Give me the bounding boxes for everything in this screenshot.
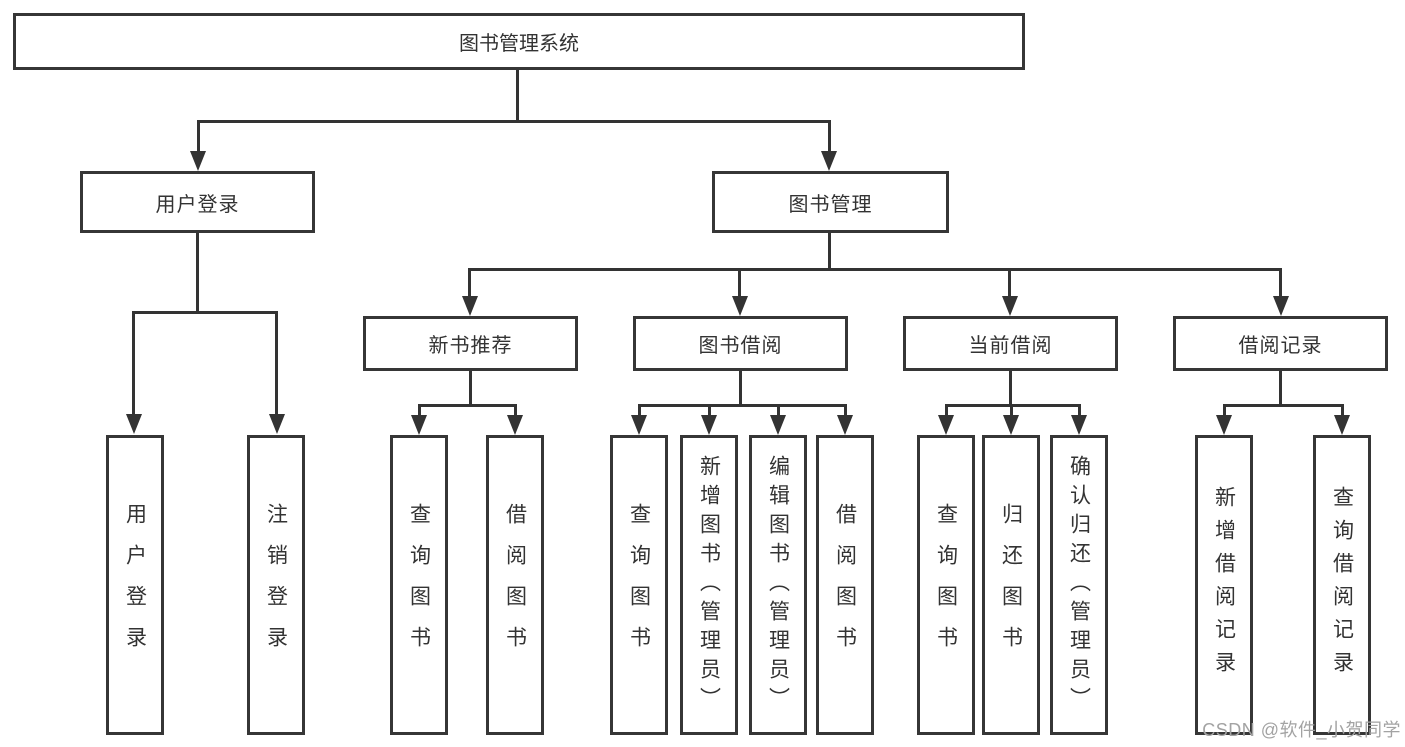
connector-line (417, 404, 421, 415)
leaf-node-add-books-admin: 新增图书（管理员） (680, 435, 738, 735)
arrowhead-down-icon (770, 415, 786, 435)
arrowhead-down-icon (1216, 415, 1232, 435)
node-borrowing-records: 借阅记录 (1173, 316, 1388, 371)
connector-line (1008, 268, 1011, 297)
leaf-node-confirm-return-admin: 确认归还（管理员） (1050, 435, 1108, 735)
arrowhead-down-icon (1003, 415, 1019, 435)
leaf-label: 用户登录 (123, 503, 147, 667)
node-library-management-system: 图书管理系统 (13, 13, 1025, 70)
connector-line (738, 268, 741, 297)
arrowhead-down-icon (461, 296, 478, 316)
leaf-node-borrow-books: 借阅图书 (816, 435, 874, 735)
leaf-label: 查询图书 (934, 503, 958, 667)
leaf-node-add-borrow-record: 新增借阅记录 (1195, 435, 1253, 735)
leaf-label: 归还图书 (999, 503, 1023, 667)
leaf-label: 查询借阅记录 (1330, 486, 1354, 684)
connector-line (707, 404, 711, 415)
leaf-label: 编辑图书（管理员） (766, 454, 790, 716)
connector-line (827, 233, 831, 268)
connector-line (1340, 404, 1344, 415)
leaf-node-return-books: 归还图书 (982, 435, 1040, 735)
connector-line (827, 120, 831, 152)
leaf-label: 新增图书（管理员） (697, 454, 721, 716)
leaf-node-search-books: 查询图书 (610, 435, 668, 735)
leaf-node-search-books: 查询图书 (917, 435, 975, 735)
node-label: 借阅记录 (1238, 335, 1323, 357)
connector-line (738, 371, 742, 404)
leaf-label: 新增借阅记录 (1212, 486, 1236, 684)
connector-line (1279, 268, 1282, 297)
connector-line (513, 404, 517, 415)
connector-line (1077, 404, 1081, 415)
csdn-watermark: CSDN @软件_小贺同学 (1202, 720, 1401, 740)
node-book-borrowing: 图书借阅 (633, 316, 848, 371)
connector-line (196, 120, 200, 152)
connector-line (843, 404, 847, 415)
connector-line (1009, 404, 1013, 415)
leaf-label: 确认归还（管理员） (1067, 454, 1091, 716)
connector-line (468, 268, 1282, 271)
connector-line (637, 404, 641, 415)
leaf-label: 借阅图书 (503, 503, 527, 667)
node-label: 当前借阅 (968, 335, 1053, 357)
connector-line (944, 404, 1081, 407)
node-current-borrowing: 当前借阅 (903, 316, 1118, 371)
connector-line (1008, 371, 1012, 404)
arrowhead-down-icon (1272, 296, 1289, 316)
arrowhead-down-icon (125, 414, 142, 434)
connector-line (132, 311, 135, 414)
node-label: 图书管理系统 (459, 33, 579, 55)
connector-line (417, 404, 517, 407)
arrowhead-down-icon (411, 415, 427, 435)
connector-line (468, 371, 472, 404)
arrowhead-down-icon (1071, 415, 1087, 435)
node-label: 用户登录 (155, 193, 240, 216)
arrowhead-down-icon (701, 415, 717, 435)
connector-line (195, 233, 199, 311)
leaf-label: 查询图书 (407, 503, 431, 667)
node-book-management: 图书管理 (712, 171, 949, 233)
arrowhead-down-icon (1334, 415, 1350, 435)
leaf-node-edit-books-admin: 编辑图书（管理员） (749, 435, 807, 735)
node-label: 图书借阅 (698, 335, 783, 357)
connector-line (776, 404, 780, 415)
leaf-label: 注销登录 (264, 503, 288, 667)
connector-line (637, 404, 847, 407)
node-label: 图书管理 (788, 193, 873, 216)
connector-line (1222, 404, 1226, 415)
node-new-book-recommendation: 新书推荐 (363, 316, 578, 371)
arrowhead-down-icon (631, 415, 647, 435)
connector-line (468, 268, 471, 297)
leaf-node-search-borrow-record: 查询借阅记录 (1313, 435, 1371, 735)
connector-line (944, 404, 948, 415)
connector-line (275, 311, 278, 414)
node-label: 新书推荐 (428, 335, 513, 357)
connector-line (1278, 371, 1282, 404)
leaf-label: 查询图书 (627, 503, 651, 667)
connector-line (1222, 404, 1344, 407)
connector-line (515, 70, 519, 120)
arrowhead-down-icon (938, 415, 954, 435)
leaf-node-search-books: 查询图书 (390, 435, 448, 735)
connector-line (196, 120, 831, 123)
arrowhead-down-icon (507, 415, 523, 435)
leaf-node-borrow-books: 借阅图书 (486, 435, 544, 735)
node-user-login: 用户登录 (80, 171, 315, 233)
connector-line (132, 311, 278, 314)
arrowhead-down-icon (731, 296, 748, 316)
leaf-node-logout: 注销登录 (247, 435, 305, 735)
arrowhead-down-icon (1001, 296, 1018, 316)
arrowhead-down-icon (821, 151, 837, 171)
arrowhead-down-icon (837, 415, 853, 435)
arrowhead-down-icon (268, 414, 285, 434)
arrowhead-down-icon (190, 151, 206, 171)
leaf-node-user-login: 用户登录 (106, 435, 164, 735)
leaf-label: 借阅图书 (833, 503, 857, 667)
